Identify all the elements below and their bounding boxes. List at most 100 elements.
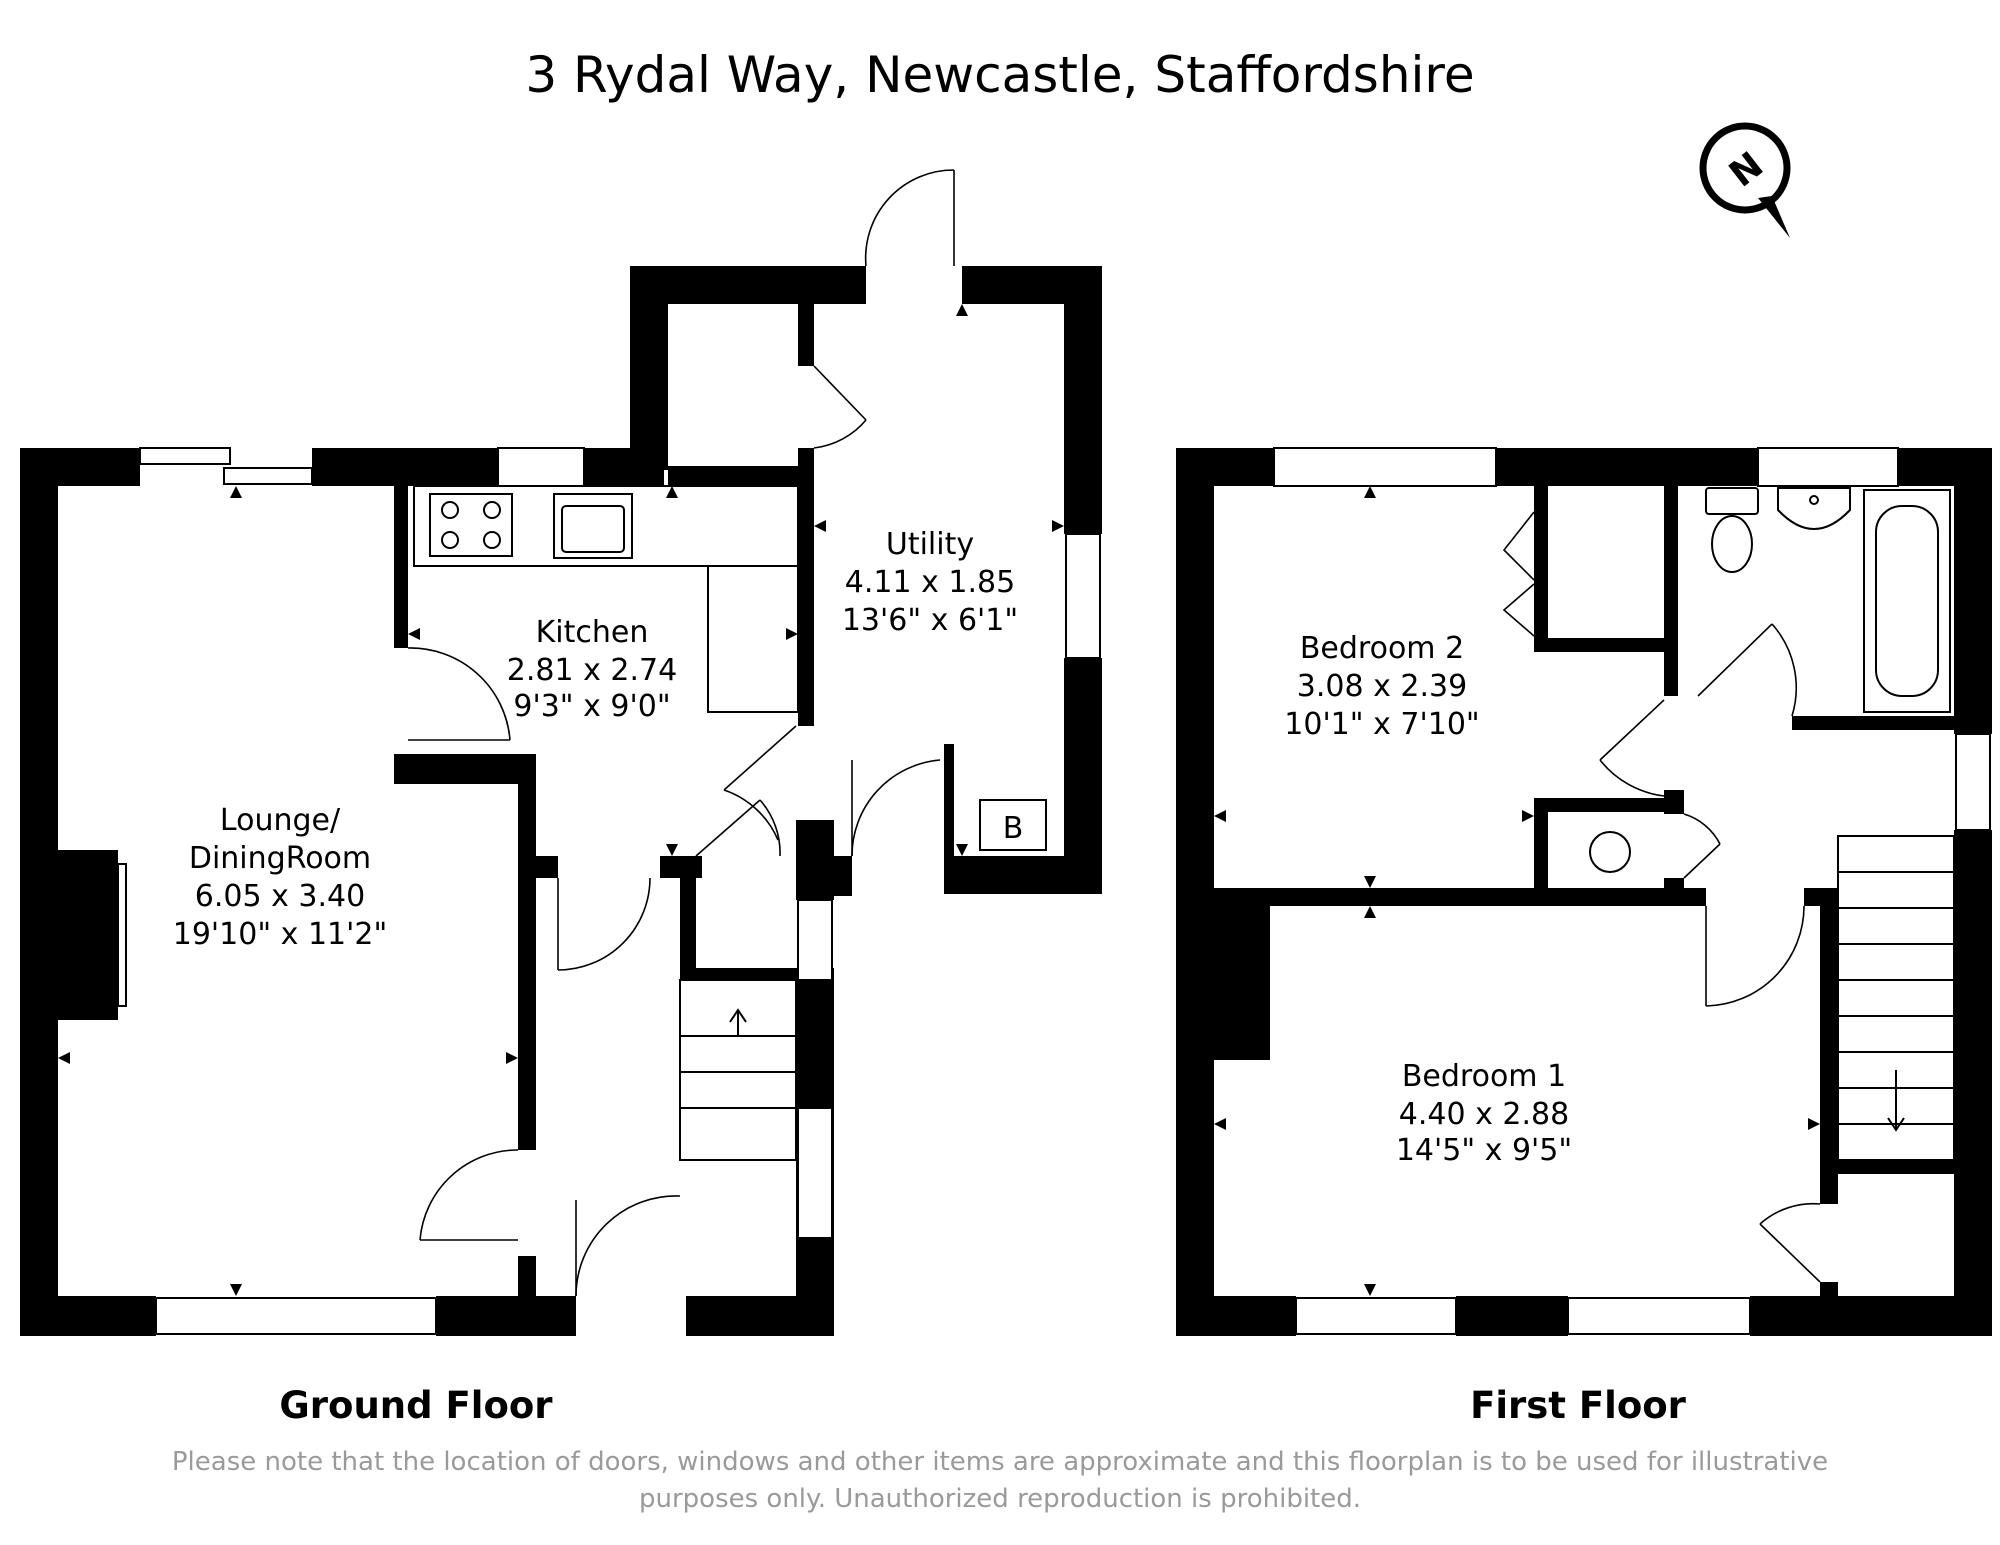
measure-marker bbox=[1364, 486, 1376, 498]
wall bbox=[518, 856, 558, 878]
measure-marker bbox=[1214, 810, 1226, 822]
wall bbox=[1064, 266, 1102, 534]
measure-marker bbox=[230, 486, 242, 498]
wall bbox=[1820, 1174, 1838, 1204]
boiler bbox=[979, 799, 1047, 851]
wall bbox=[1064, 658, 1102, 894]
wall bbox=[1954, 448, 1992, 734]
window bbox=[155, 1297, 437, 1335]
measure-marker bbox=[814, 520, 826, 532]
measure-marker bbox=[1522, 810, 1534, 822]
fireplace-hearth bbox=[117, 863, 127, 1007]
lounge-imperial: 19'10" x 11'2" bbox=[173, 917, 388, 952]
wall bbox=[1534, 798, 1684, 812]
kitchen-worktop bbox=[707, 565, 799, 713]
measure-marker bbox=[1364, 876, 1376, 888]
wall bbox=[796, 980, 834, 1108]
door bbox=[419, 1149, 519, 1241]
wall bbox=[312, 448, 498, 486]
compass-letter: N bbox=[1722, 145, 1771, 196]
door bbox=[1599, 699, 1665, 797]
measure-marker bbox=[1364, 1284, 1376, 1296]
measure-marker bbox=[786, 628, 798, 640]
kitchen-metric: 2.81 x 2.74 bbox=[507, 653, 677, 688]
bedroom-2-metric: 3.08 x 2.39 bbox=[1297, 669, 1467, 704]
disclaimer-line-2: purposes only. Unauthorized reproduction… bbox=[639, 1484, 1361, 1514]
wall bbox=[796, 856, 852, 896]
measure-marker bbox=[230, 1284, 242, 1296]
measure-marker bbox=[1364, 906, 1376, 918]
staircase bbox=[1837, 835, 1955, 1161]
wall bbox=[20, 1296, 156, 1336]
utility-name: Utility bbox=[886, 527, 974, 562]
first-floor-label: First Floor bbox=[1470, 1384, 1687, 1427]
wall bbox=[1750, 1296, 1992, 1336]
measure-marker bbox=[666, 844, 678, 856]
wall bbox=[518, 774, 536, 1150]
wall bbox=[1534, 798, 1548, 888]
wall bbox=[1176, 1296, 1296, 1336]
door bbox=[695, 799, 781, 857]
wall bbox=[1664, 486, 1678, 696]
wall bbox=[394, 754, 536, 784]
door bbox=[813, 365, 867, 449]
fireplace bbox=[58, 850, 118, 1020]
wall bbox=[1804, 888, 1838, 906]
bedroom-1-metric: 4.40 x 2.88 bbox=[1399, 1097, 1569, 1132]
door bbox=[723, 725, 797, 841]
door bbox=[1697, 623, 1798, 717]
lounge-name-line2: DiningRoom bbox=[189, 841, 371, 876]
window bbox=[223, 467, 313, 485]
measure-marker bbox=[408, 628, 420, 640]
boiler-label: B bbox=[1003, 811, 1024, 846]
north-compass-icon: N bbox=[1699, 122, 1791, 238]
wall bbox=[1954, 830, 1992, 1336]
measure-marker bbox=[956, 304, 968, 316]
door bbox=[864, 169, 955, 267]
property-title: 3 Rydal Way, Newcastle, Staffordshire bbox=[525, 46, 1474, 104]
measure-marker bbox=[1052, 520, 1064, 532]
measure-marker bbox=[1214, 1118, 1226, 1130]
wall bbox=[1820, 1160, 1954, 1174]
toilet-icon bbox=[1705, 487, 1759, 573]
window bbox=[797, 899, 833, 981]
wall bbox=[1664, 878, 1684, 890]
window bbox=[139, 447, 231, 465]
door bbox=[1759, 1202, 1821, 1283]
bedroom-1-imperial: 14'5" x 9'5" bbox=[1396, 1133, 1572, 1168]
utility-metric: 4.11 x 1.85 bbox=[845, 565, 1015, 600]
wall bbox=[20, 448, 58, 1336]
disclaimer-line-1: Please note that the location of doors, … bbox=[172, 1447, 1828, 1477]
window bbox=[497, 447, 585, 487]
door bbox=[1705, 905, 1805, 1007]
wall bbox=[518, 1256, 536, 1296]
wall bbox=[1534, 486, 1548, 638]
measure-marker bbox=[666, 486, 678, 498]
wall bbox=[630, 266, 668, 470]
basin-icon bbox=[1777, 487, 1851, 530]
wall bbox=[798, 448, 814, 726]
door bbox=[557, 877, 651, 971]
kitchen-name: Kitchen bbox=[536, 615, 649, 650]
door bbox=[407, 647, 511, 741]
window bbox=[797, 1107, 833, 1239]
lounge-name-line1: Lounge/ bbox=[220, 803, 341, 838]
door bbox=[1502, 511, 1535, 637]
measure-marker bbox=[1808, 1118, 1820, 1130]
wall bbox=[394, 486, 408, 648]
hot-water-cylinder-icon bbox=[1589, 831, 1631, 873]
wall bbox=[680, 968, 834, 980]
wall bbox=[1820, 1282, 1838, 1296]
wall bbox=[668, 466, 814, 486]
wall bbox=[660, 856, 702, 878]
window bbox=[1567, 1297, 1751, 1335]
window bbox=[1273, 447, 1497, 487]
wall bbox=[436, 1296, 576, 1336]
window bbox=[1955, 733, 1991, 831]
wall bbox=[680, 878, 696, 968]
window bbox=[1757, 447, 1899, 487]
door bbox=[575, 1195, 681, 1297]
measure-marker bbox=[956, 844, 968, 856]
bathtub-icon bbox=[1863, 489, 1951, 713]
